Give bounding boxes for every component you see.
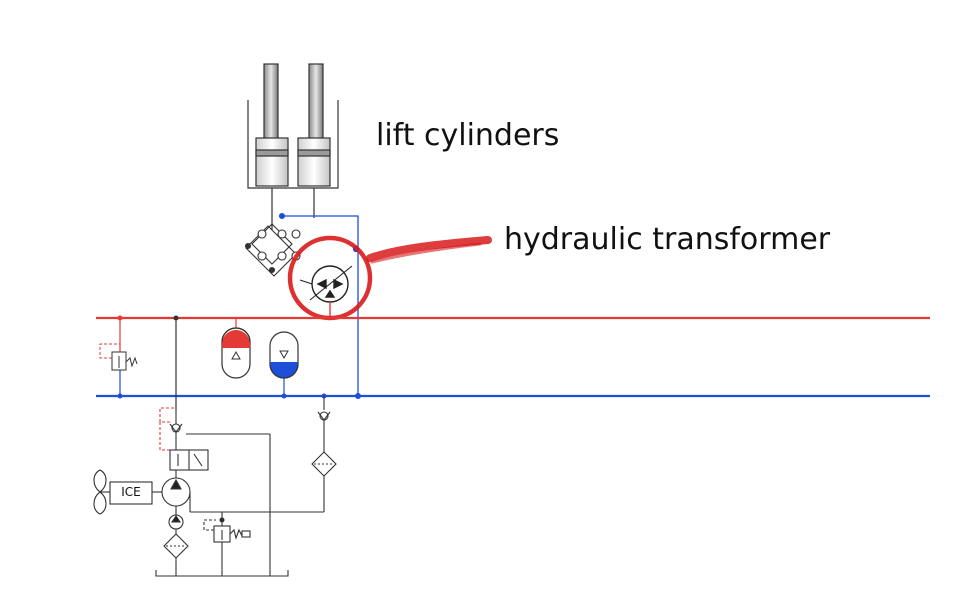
engine-label: ICE: [121, 485, 141, 499]
hydraulic-transformer-label: hydraulic transformer: [504, 222, 831, 257]
lift-cylinders-label: lift cylinders: [376, 118, 560, 153]
fan-icon: [93, 469, 110, 515]
rail-branches: [117, 315, 361, 410]
charge-circuit: [155, 396, 337, 577]
check-valve-bridge: [244, 212, 301, 277]
engine-block: [109, 481, 162, 505]
relief-valve-icon: [99, 343, 138, 371]
accumulator-icon: [221, 327, 251, 379]
lift-cylinder-icon: [247, 63, 339, 230]
hydraulic-transformer-icon: [299, 265, 353, 318]
accumulator-icon: [269, 331, 299, 379]
